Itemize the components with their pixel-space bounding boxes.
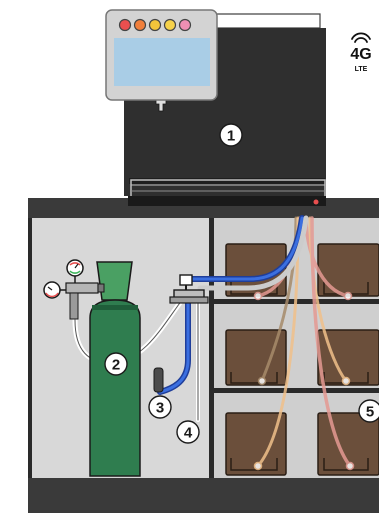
water-filter [154, 368, 163, 392]
co2-cylinder-valve-cap [97, 262, 132, 300]
callout-number: 1 [227, 128, 235, 145]
callout-3: 3 [149, 396, 171, 418]
callout-4: 4 [177, 421, 199, 443]
touchscreen [106, 10, 217, 100]
status-dot [150, 20, 161, 31]
callout-2: 2 [105, 353, 127, 375]
callout-number: 3 [156, 400, 164, 417]
concentrate-box [318, 244, 379, 296]
dispensing-machine [106, 10, 326, 206]
touchscreen-display [114, 38, 210, 86]
status-dot [135, 20, 146, 31]
callout-1: 1 [220, 124, 242, 146]
network-label: 4G [350, 46, 371, 63]
cabinet-base [28, 478, 379, 513]
callout-number: 5 [366, 404, 374, 421]
drip-tray [129, 178, 325, 184]
co2-cylinder-body [90, 300, 140, 476]
status-dot [180, 20, 191, 31]
shelf-2 [213, 388, 379, 393]
callout-5: 5 [359, 400, 379, 422]
status-dot [120, 20, 131, 31]
network-technology-label: LTE [355, 66, 368, 73]
callout-number: 4 [184, 425, 193, 442]
status-light [314, 200, 319, 205]
cabinet-frame-left [28, 218, 32, 478]
callout-number: 2 [112, 357, 120, 374]
lte-4g-icon: 4G LTE [350, 33, 371, 73]
cabinet-divider [209, 218, 214, 482]
status-dot [165, 20, 176, 31]
